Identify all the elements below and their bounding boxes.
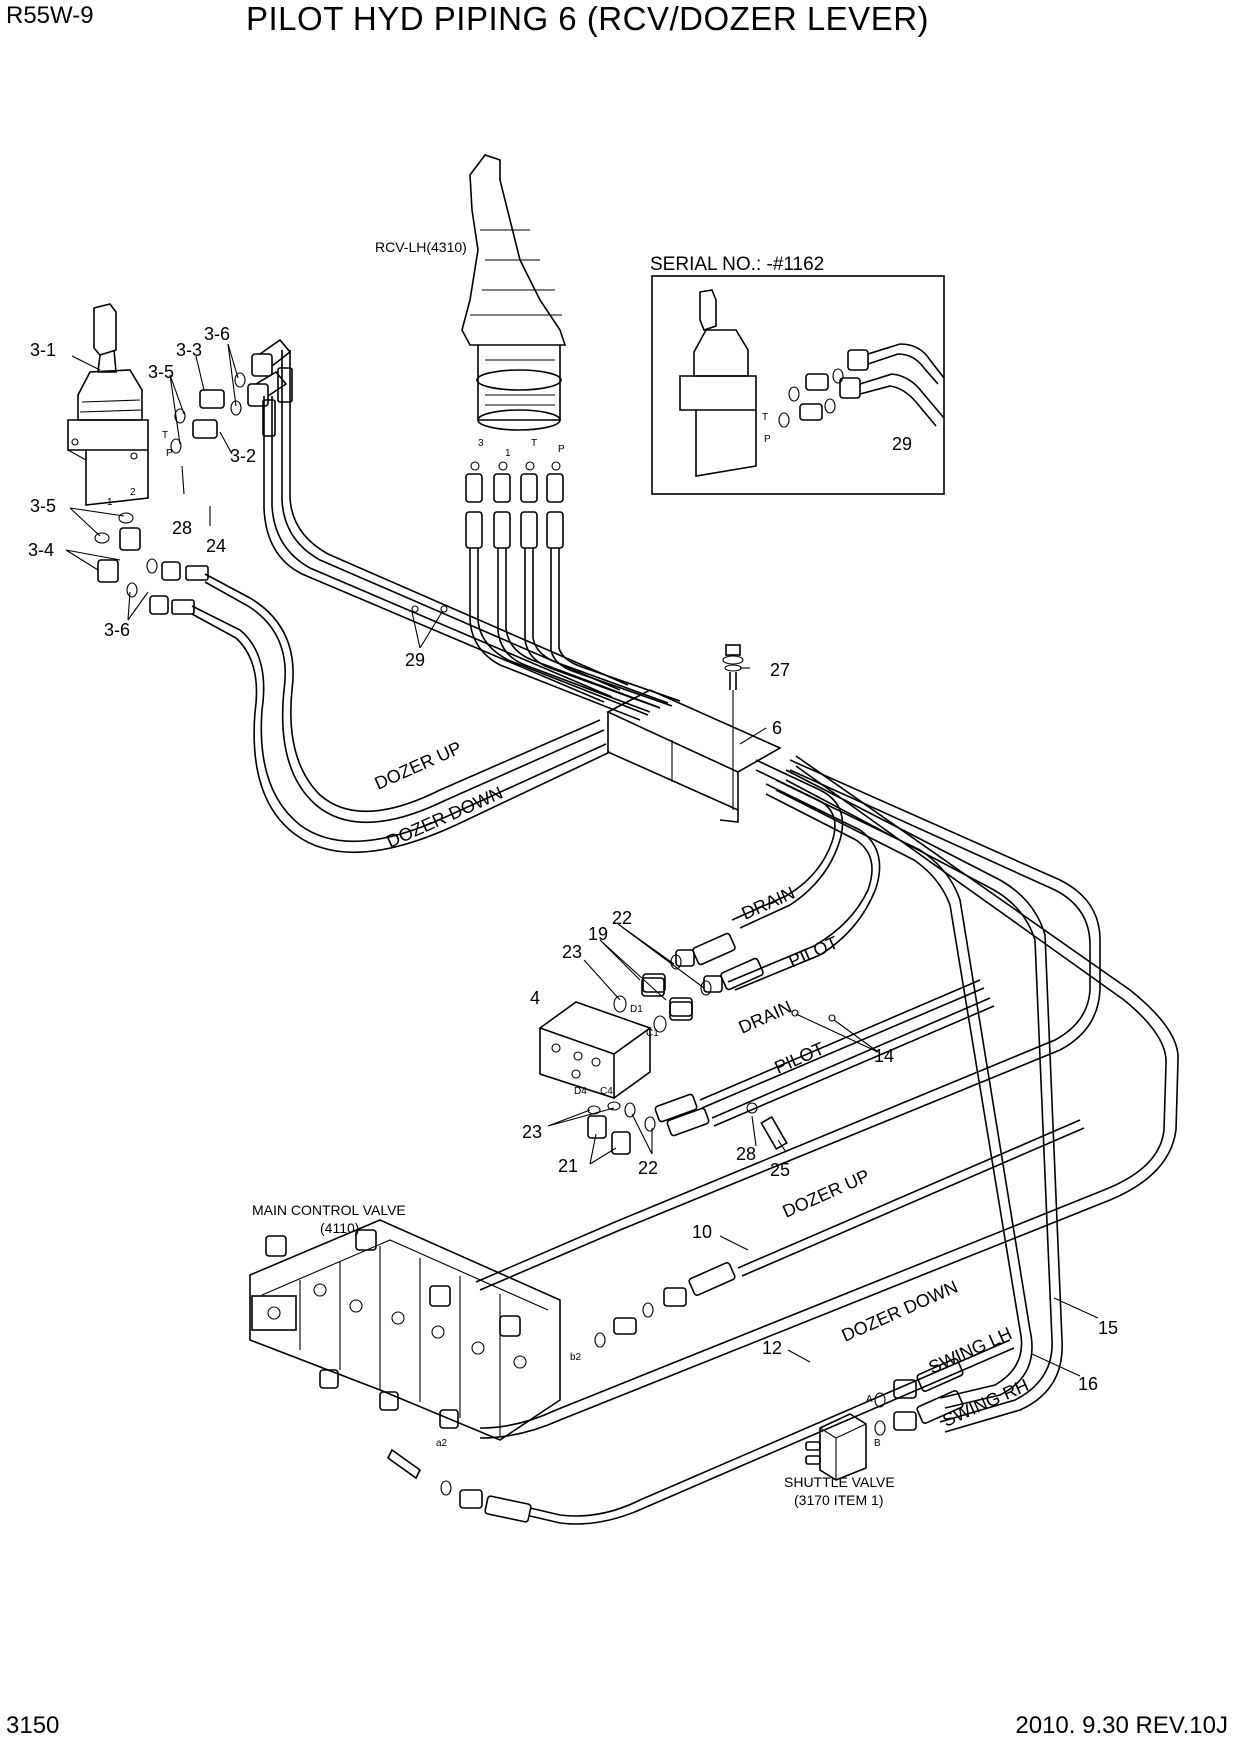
callout-24: 24 (206, 536, 226, 556)
block-port-c1: C1 (646, 1028, 659, 1039)
callout-28: 28 (172, 518, 192, 538)
callout-10: 10 (692, 1222, 712, 1242)
rcv-port-t: T (531, 438, 537, 449)
callout-22: 22 (612, 908, 632, 928)
dozer-lever (67, 303, 149, 506)
serial-port-p: P (764, 434, 771, 445)
mcv-label-line1: MAIN CONTROL VALVE (252, 1202, 406, 1218)
shuttle-valve (805, 1357, 964, 1481)
callout-3-6: 3-6 (204, 324, 230, 344)
serial-note: SERIAL NO.: -#1162 (650, 254, 824, 275)
callout-23-lower: 23 (522, 1122, 542, 1142)
callout-22-lower: 22 (638, 1158, 658, 1178)
callout-19: 19 (588, 924, 608, 944)
shuttle-port-b: B (874, 1438, 881, 1449)
callout-14: 14 (874, 1046, 894, 1066)
block-port-d4: D4 (574, 1086, 587, 1097)
drain-pilot-upper-fittings (642, 932, 764, 1021)
callout-15: 15 (1098, 1318, 1118, 1338)
callout-3-4: 3-4 (28, 540, 54, 560)
dozer-hoses-upper (191, 573, 611, 854)
rcv-joystick (461, 154, 567, 431)
hose-label-dozer-up-lower: DOZER UP (779, 1166, 872, 1222)
hose-label-dozer-down-lower: DOZER DOWN (838, 1277, 960, 1346)
mcv-port-a2: a2 (436, 1438, 448, 1449)
callout-12: 12 (762, 1338, 782, 1358)
hose-label-drain-upper: DRAIN (738, 883, 797, 924)
mcv-label-line2: (4110) (320, 1220, 359, 1236)
block-4 (538, 995, 667, 1100)
page-title: PILOT HYD PIPING 6 (RCV/DOZER LEVER) (246, 0, 930, 37)
shuttle-label-line2: (3170 ITEM 1) (794, 1492, 883, 1508)
rcv-hoses (469, 548, 681, 721)
lever-pilot-hoses (262, 350, 629, 703)
block-port-c4: C4 (600, 1086, 613, 1097)
rcv-port-3: 3 (478, 438, 484, 449)
model-code: R55W-9 (6, 2, 94, 29)
serial-port-t: T (762, 412, 768, 423)
callout-25: 25 (770, 1160, 790, 1180)
callout-4: 4 (530, 988, 540, 1008)
hose-label-swing-rh: SWING RH (939, 1375, 1031, 1431)
callout-23: 23 (562, 942, 582, 962)
clamp (606, 689, 782, 823)
rcv-port-fittings (465, 461, 564, 549)
drain-pilot-lower-hoses (699, 979, 995, 1127)
callout-28-lower: 28 (736, 1144, 756, 1164)
dozer-lever-fittings (94, 338, 292, 615)
mcv-hose-fittings (386, 1119, 1085, 1525)
hose-label-pilot-upper: PILOT (785, 932, 841, 971)
callout-29-inset: 29 (892, 434, 912, 454)
hose-label-swing-lh: SWING LH (925, 1323, 1014, 1377)
callout-3-3: 3-3 (176, 340, 202, 360)
callout-3-6-lower: 3-6 (104, 620, 130, 640)
callout-6: 6 (772, 718, 782, 738)
page-number: 3150 (6, 1712, 60, 1739)
callout-3-5: 3-5 (148, 362, 174, 382)
block-fittings (587, 977, 788, 1155)
rcv-port-p: P (558, 444, 565, 455)
hose-label-drain-lower: DRAIN (735, 997, 794, 1038)
bolt-27 (722, 644, 744, 810)
lever-port-1: 1 (107, 497, 113, 508)
lever-port-2: 2 (130, 487, 136, 498)
serial-inset (651, 275, 945, 495)
lever-port-t: T (162, 430, 168, 441)
shuttle-label-line1: SHUTTLE VALVE (784, 1474, 895, 1490)
mcv-port-b2: b2 (570, 1352, 582, 1363)
lever-port-p: P (166, 448, 173, 459)
block-port-d1: D1 (630, 1004, 643, 1015)
revision-date: 2010. 9.30 REV.10J (1015, 1712, 1228, 1739)
callout-16: 16 (1078, 1374, 1098, 1394)
callout-21: 21 (558, 1156, 578, 1176)
main-hose-bundle (475, 755, 1179, 1439)
callout-3-5-lower: 3-5 (30, 496, 56, 516)
callout-3-2: 3-2 (230, 446, 256, 466)
rcv-port-1: 1 (505, 448, 511, 459)
rcv-label: RCV-LH(4310) (375, 239, 467, 255)
callout-3-1: 3-1 (30, 340, 56, 360)
shuttle-port-a: A (866, 1394, 873, 1405)
callout-29: 29 (405, 650, 425, 670)
callout-27: 27 (770, 660, 790, 680)
main-control-valve (249, 1219, 561, 1441)
callout-leaders (65, 343, 1099, 1377)
